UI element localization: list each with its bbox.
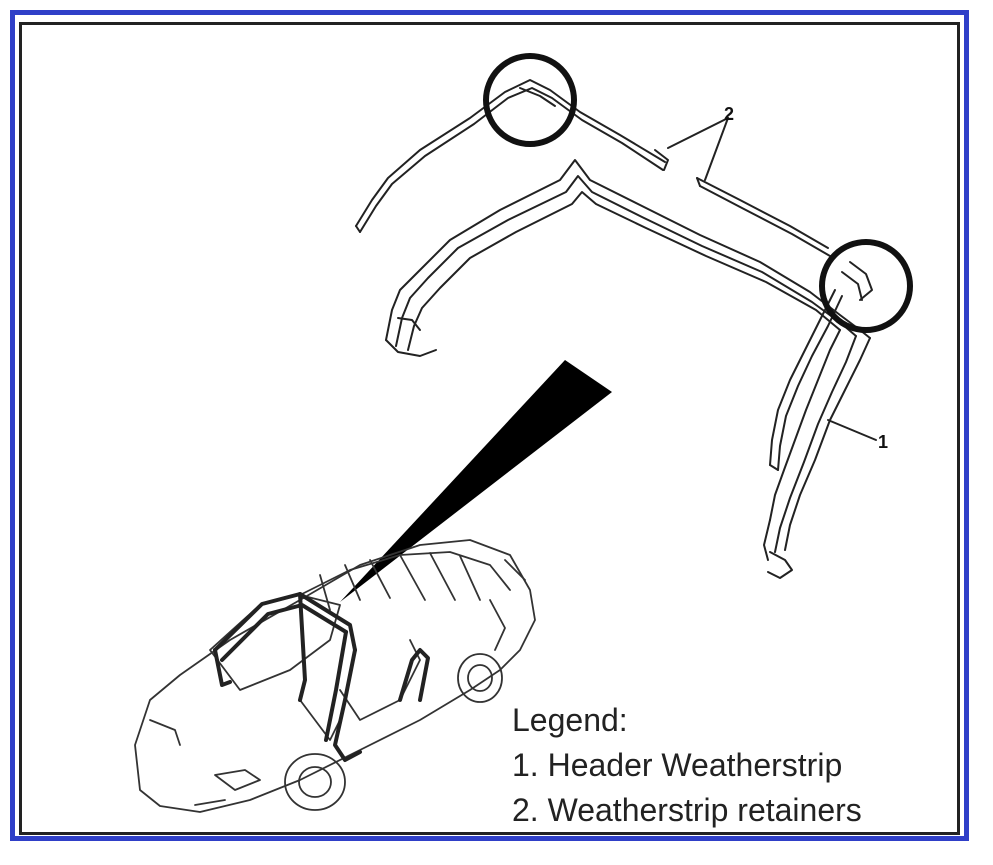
header-weatherstrip: [385, 159, 873, 579]
callout-2-label: 2: [724, 104, 734, 124]
pointer-wedge: [340, 360, 612, 602]
callout-1-label: 1: [878, 432, 888, 452]
callout-2-leaders: [667, 117, 729, 181]
car-outline: [134, 539, 536, 813]
legend-item-1: 1. Header Weatherstrip: [512, 747, 843, 783]
legend: Legend: 1. Header Weatherstrip 2. Weathe…: [512, 698, 952, 833]
legend-item-2: 2. Weatherstrip retainers: [512, 792, 862, 828]
detail-circle-left: [483, 53, 577, 147]
legend-title: Legend:: [512, 702, 628, 738]
callout-1-leader: [827, 419, 877, 441]
detail-circle-right: [819, 239, 913, 333]
retainer-left: [355, 79, 669, 233]
retainer-right: [696, 177, 831, 257]
car-weatherstrip-highlight: [213, 592, 430, 762]
